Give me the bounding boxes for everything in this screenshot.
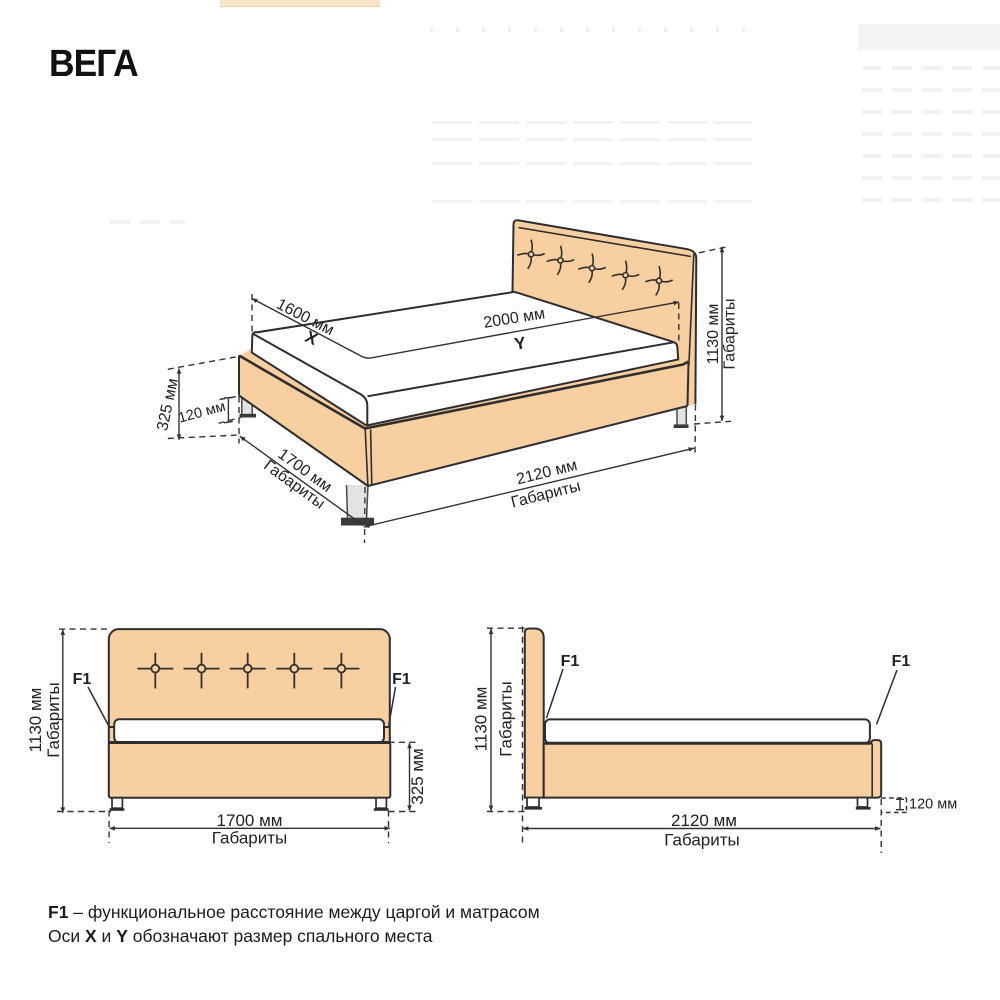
- svg-text:2120 мм: 2120 мм: [671, 811, 737, 830]
- svg-text:Y: Y: [513, 333, 528, 354]
- svg-text:120 мм: 120 мм: [909, 797, 957, 813]
- svg-text:1700 мм: 1700 мм: [217, 811, 283, 830]
- svg-text:Габариты: Габариты: [722, 298, 739, 369]
- svg-text:325 мм: 325 мм: [408, 748, 427, 804]
- svg-text:1130 мм: 1130 мм: [26, 688, 45, 753]
- svg-text:325 мм: 325 мм: [154, 377, 182, 433]
- svg-text:F1: F1: [561, 653, 580, 670]
- svg-text:1130 мм: 1130 мм: [472, 687, 491, 752]
- svg-text:F1: F1: [392, 671, 411, 688]
- svg-text:1130 мм: 1130 мм: [705, 304, 722, 365]
- svg-text:Габариты: Габариты: [497, 681, 516, 756]
- svg-text:Габариты: Габариты: [44, 682, 63, 757]
- svg-text:F1: F1: [73, 671, 92, 688]
- svg-text:F1: F1: [892, 653, 911, 670]
- svg-text:Габариты: Габариты: [664, 831, 739, 850]
- svg-text:Габариты: Габариты: [212, 829, 287, 848]
